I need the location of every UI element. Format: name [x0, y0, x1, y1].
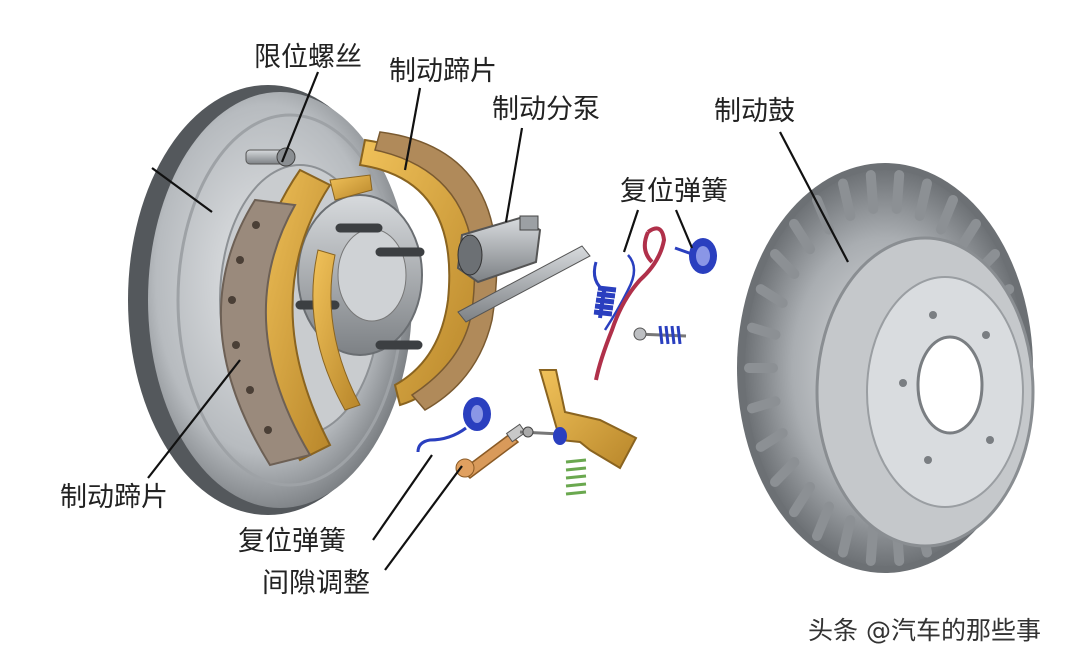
wheel-cylinder: [456, 215, 542, 284]
drum-fin: [865, 522, 879, 566]
drum-fin: [769, 248, 800, 279]
watermark: 头条 @汽车的那些事: [808, 616, 1041, 645]
label-return-spring-bottom: 复位弹簧: [238, 526, 346, 557]
drum-fin: [755, 428, 788, 452]
label-brake-drum: 制动鼓: [714, 96, 795, 127]
drum-fin: [812, 501, 834, 542]
gap-adjuster: [455, 423, 527, 479]
drum-fin: [788, 218, 816, 255]
lever-rod: [457, 245, 591, 323]
return-spring-lower: [416, 397, 491, 453]
brake-shoe-left: [219, 168, 332, 467]
label-gap-adjuster: 间隙调整: [262, 568, 370, 599]
brake-drum: [737, 163, 1035, 573]
leader-lines: [147, 71, 849, 571]
adjuster-spring: [565, 458, 587, 496]
label-brake-shoe-top: 制动蹄片: [389, 56, 497, 87]
drum-fin: [891, 170, 905, 214]
drum-fin: [788, 481, 816, 518]
label-brake-shoe-bottom: 制动蹄片: [60, 482, 168, 513]
drum-fin: [865, 170, 879, 214]
brake-shoe-right: [329, 131, 498, 411]
drum-fin: [769, 457, 800, 488]
hold-down-spring: [633, 325, 687, 345]
label-wheel-cylinder: 制动分泵: [492, 94, 600, 125]
adjuster-cable: [594, 226, 667, 381]
label-return-spring-top: 复位弹簧: [620, 176, 728, 207]
drum-fin: [746, 396, 781, 414]
drum-fin: [936, 194, 958, 235]
drum-fin: [755, 284, 788, 308]
drum-fin: [914, 178, 933, 221]
return-spring-upper: [592, 238, 717, 331]
drum-fin: [837, 178, 856, 221]
drum-fin: [746, 322, 781, 340]
drum-fin: [837, 515, 856, 558]
brake-shoe-web: [312, 249, 361, 411]
label-limit-screw: 限位螺丝: [254, 42, 362, 73]
adjuster-lever: [519, 369, 638, 470]
drum-fin: [954, 218, 982, 255]
